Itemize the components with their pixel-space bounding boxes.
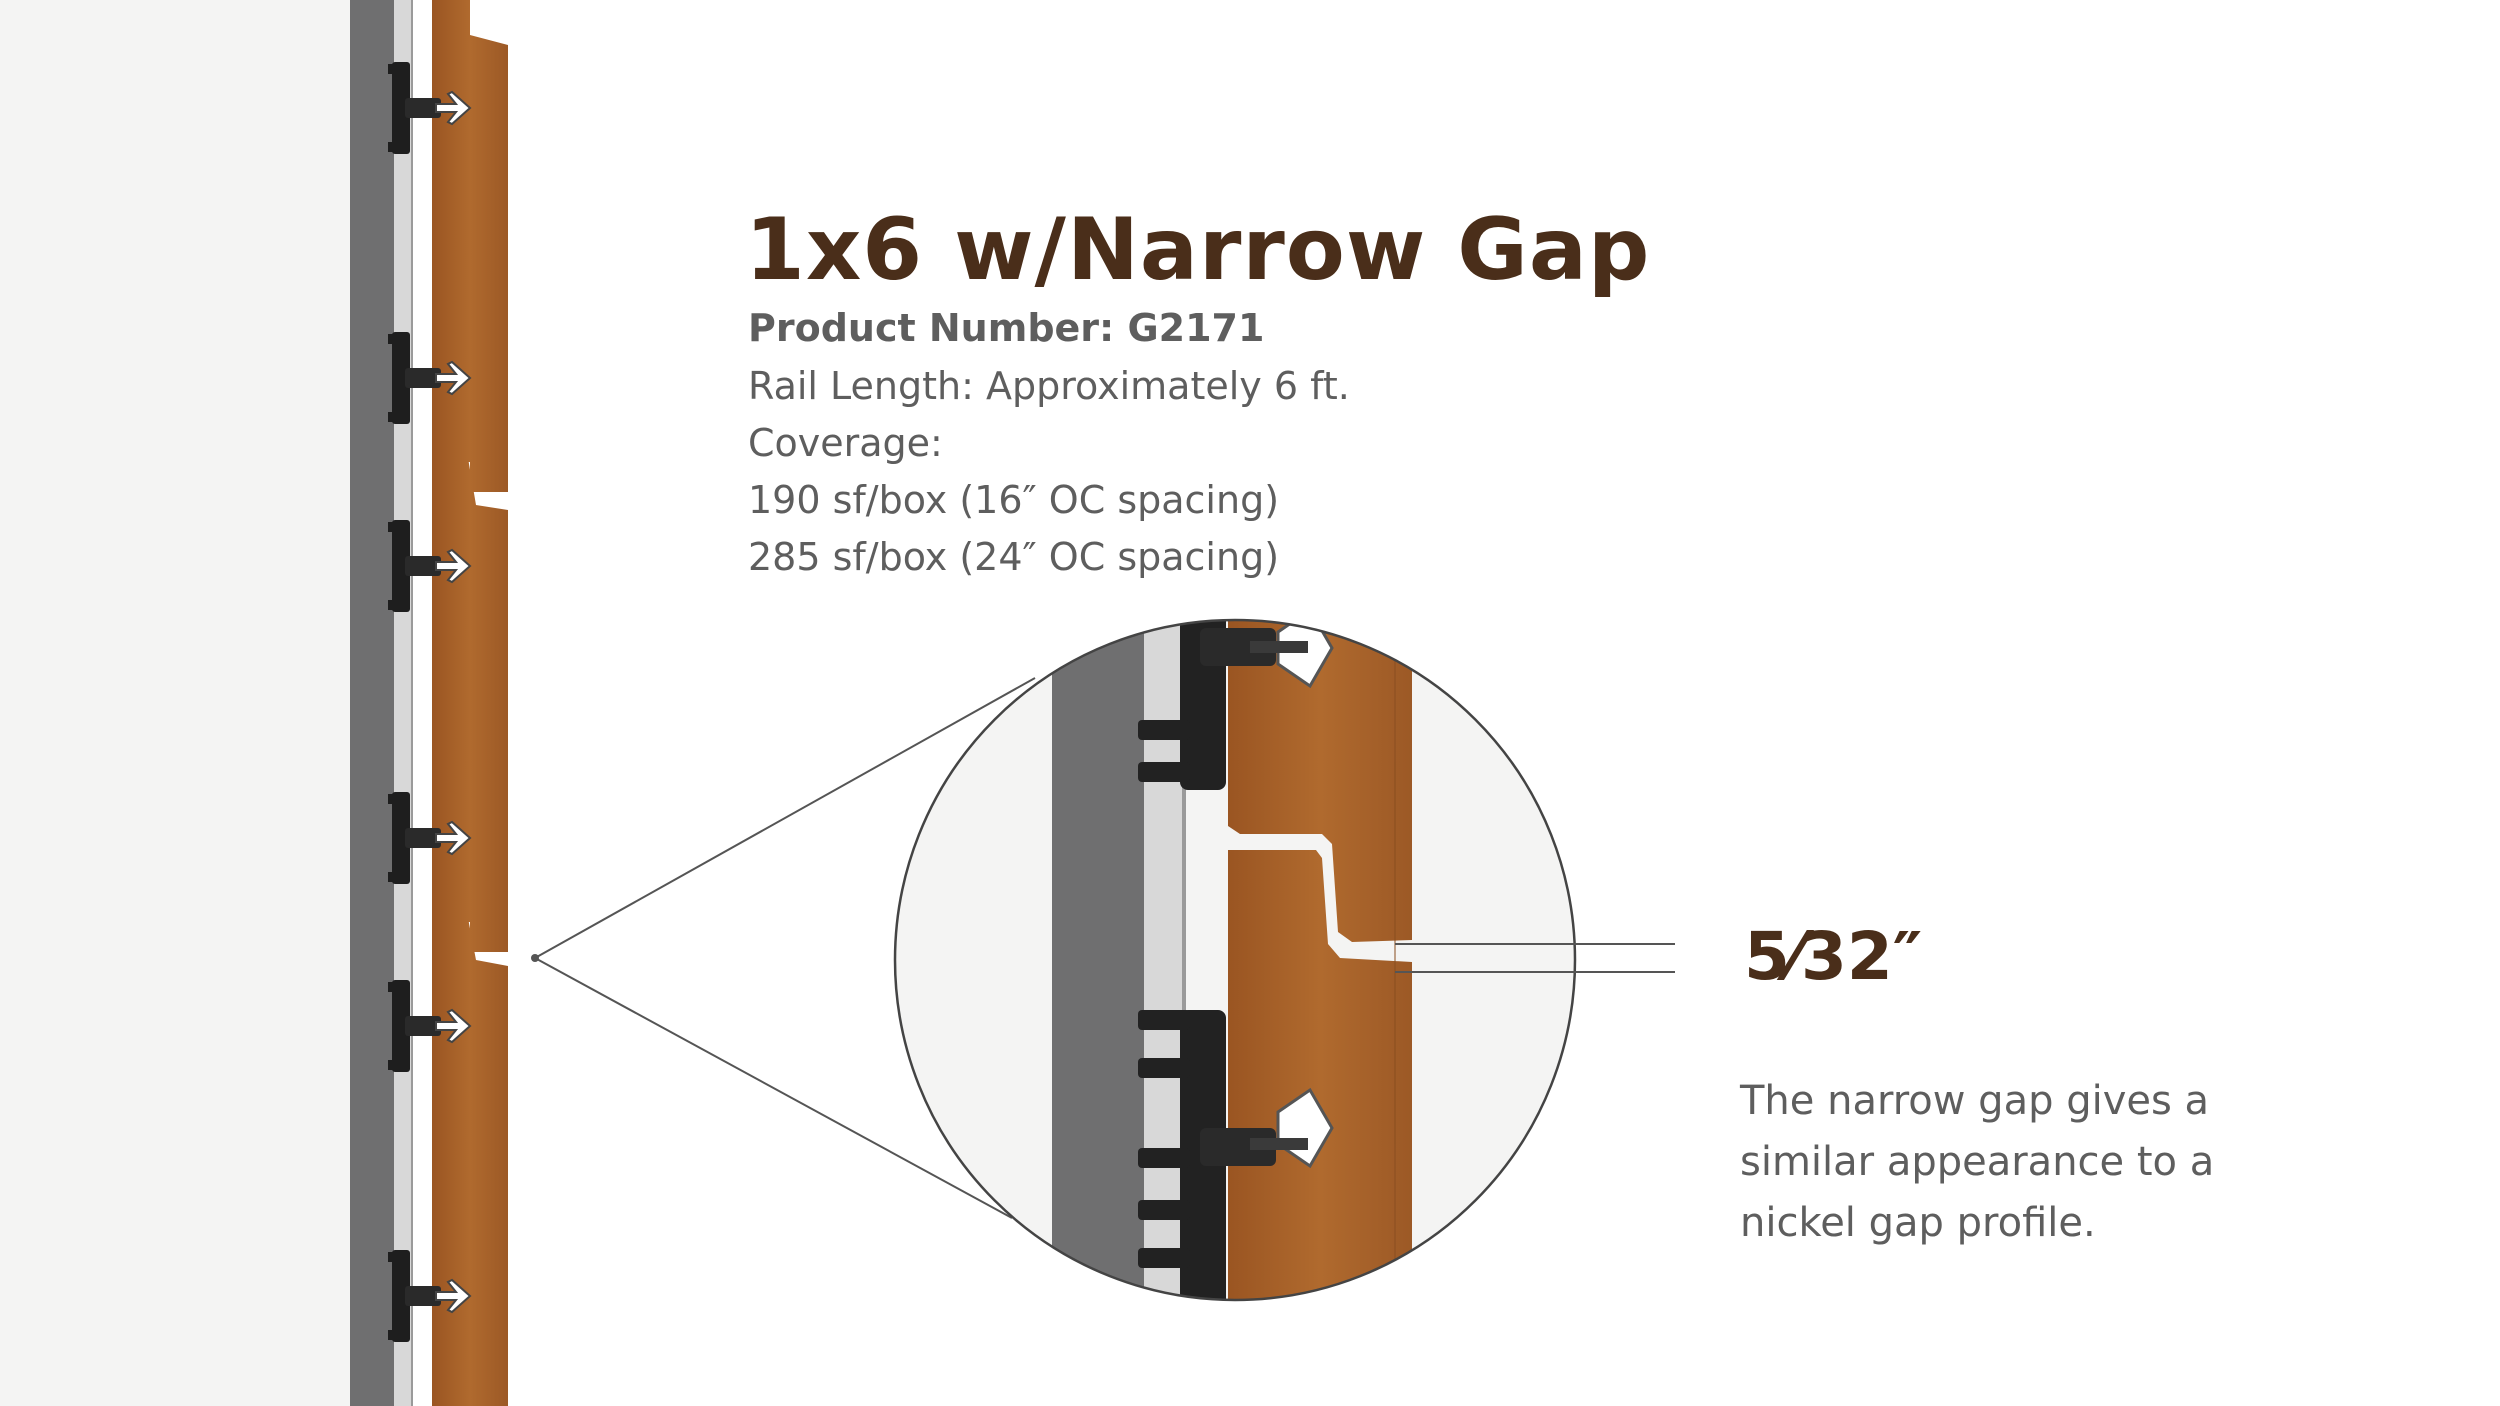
siding-board [432, 0, 508, 492]
arrow-right-icon [435, 1008, 472, 1044]
clip-fastener [388, 332, 472, 424]
callout-line-top [534, 677, 1036, 959]
siding-board [432, 458, 508, 952]
arrow-right-icon [435, 820, 472, 856]
coverage-16in: 190 sf/box (16″ OC spacing) [748, 478, 1280, 522]
arrow-right-icon [435, 360, 472, 396]
coverage-24in: 285 sf/box (24″ OC spacing) [748, 535, 1280, 579]
gap-dimension-label: 5⁄32″ [1744, 918, 1923, 995]
clip-fastener [388, 520, 472, 612]
description-line: nickel gap profile. [1740, 1200, 2096, 1246]
arrow-right-icon [435, 548, 472, 584]
magnified-rail [1052, 620, 1144, 1300]
siding-boards [432, 0, 508, 1406]
coverage-label: Coverage: [748, 421, 943, 465]
clip-fastener [388, 980, 472, 1072]
magnified-detail [895, 620, 1575, 1300]
clip-fastener [388, 62, 472, 154]
magnified-board-lower [1228, 850, 1412, 1300]
description-line: similar appearance to a [1740, 1139, 2215, 1185]
arrow-right-icon [435, 90, 472, 126]
product-number: Product Number: G2171 [748, 306, 1265, 350]
rail-edge-line [411, 0, 413, 1406]
wall-background [0, 0, 350, 1406]
description-line: The narrow gap gives a [1740, 1078, 2210, 1124]
arrow-right-icon [435, 1278, 472, 1314]
siding-board [432, 918, 508, 1406]
furring-rail [350, 0, 394, 1406]
magnified-board-upper [1228, 620, 1412, 942]
product-title: 1x6 w/Narrow Gap [745, 200, 1651, 300]
callout-point [531, 954, 539, 962]
clip-fastener [388, 792, 472, 884]
magnified-clip-bottom [1138, 1010, 1334, 1300]
clip-fasteners [388, 62, 472, 1342]
rail-length: Rail Length: Approximately 6 ft. [748, 364, 1350, 408]
clip-fastener [388, 1250, 472, 1342]
callout-line-bottom [534, 957, 1013, 1219]
rail-edge [394, 0, 412, 1406]
magnifier-outline [893, 618, 1577, 1302]
